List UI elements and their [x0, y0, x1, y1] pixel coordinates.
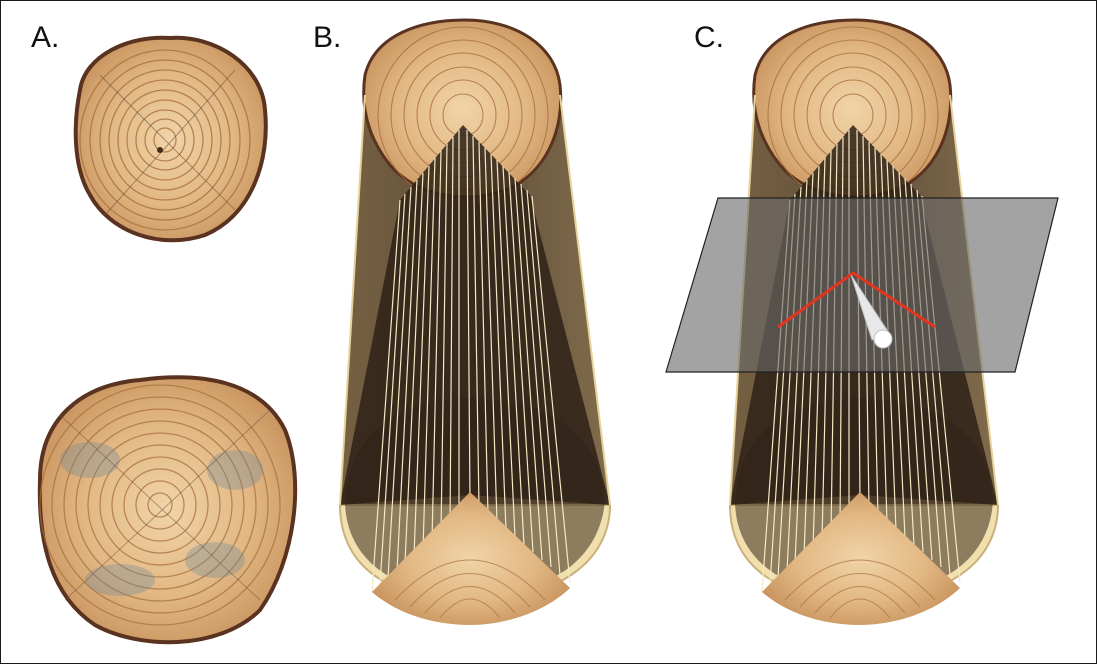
- panel-a-disc-top: [76, 38, 266, 241]
- panel-b-log: [340, 20, 610, 625]
- panel-c-cutting-plane: [666, 198, 1058, 372]
- panel-a-disc-bottom: [40, 377, 295, 642]
